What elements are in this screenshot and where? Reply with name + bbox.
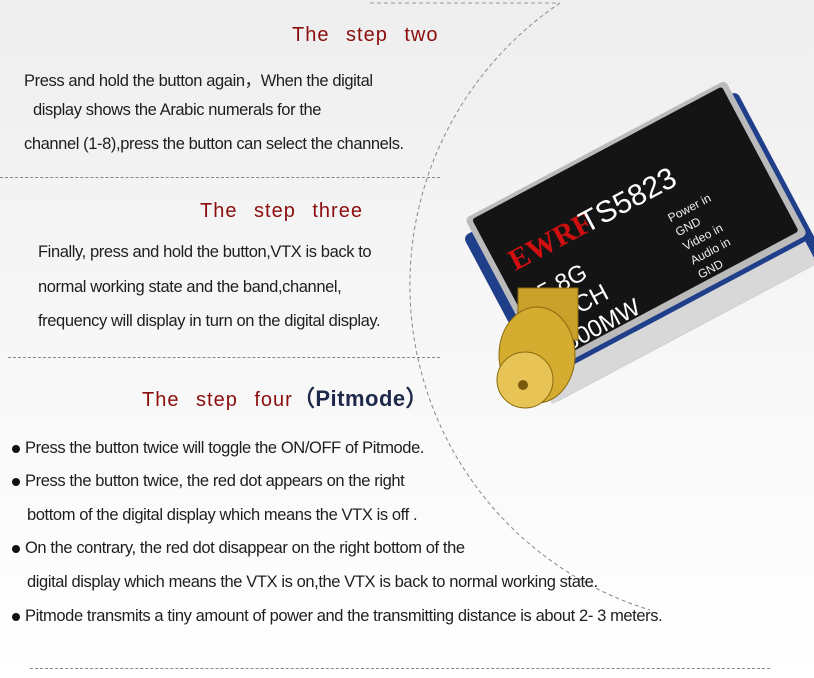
step-two-line: Press and hold the button again，When the…	[24, 72, 373, 90]
step-three-line: normal working state and the band,channe…	[38, 278, 342, 296]
divider	[8, 357, 440, 358]
step-three-line: Finally, press and hold the button,VTX i…	[38, 243, 372, 261]
bullet-item: Press the button twice, the red dot appe…	[12, 472, 405, 491]
bullet-continuation: bottom of the digital display which mean…	[27, 506, 418, 524]
step-four-title: The step four（Pitmode）	[142, 386, 429, 411]
bullet-item: Pitmode transmits a tiny amount of power…	[12, 607, 663, 626]
sma-connector	[496, 287, 579, 409]
divider	[30, 668, 770, 669]
step-two-line: channel (1-8),press the button can selec…	[24, 135, 404, 153]
dashed-arc	[409, 2, 651, 611]
bullet-continuation: digital display which means the VTX is o…	[27, 573, 598, 591]
step-two-title: The step two	[292, 24, 439, 46]
bullet-item: On the contrary, the red dot disappear o…	[12, 539, 465, 558]
step-three-title: The step three	[200, 200, 363, 222]
step-two-line: display shows the Arabic numerals for th…	[33, 101, 322, 119]
divider	[0, 177, 440, 178]
step-three-line: frequency will display in turn on the di…	[38, 312, 381, 330]
bullet-item: Press the button twice will toggle the O…	[12, 439, 424, 458]
